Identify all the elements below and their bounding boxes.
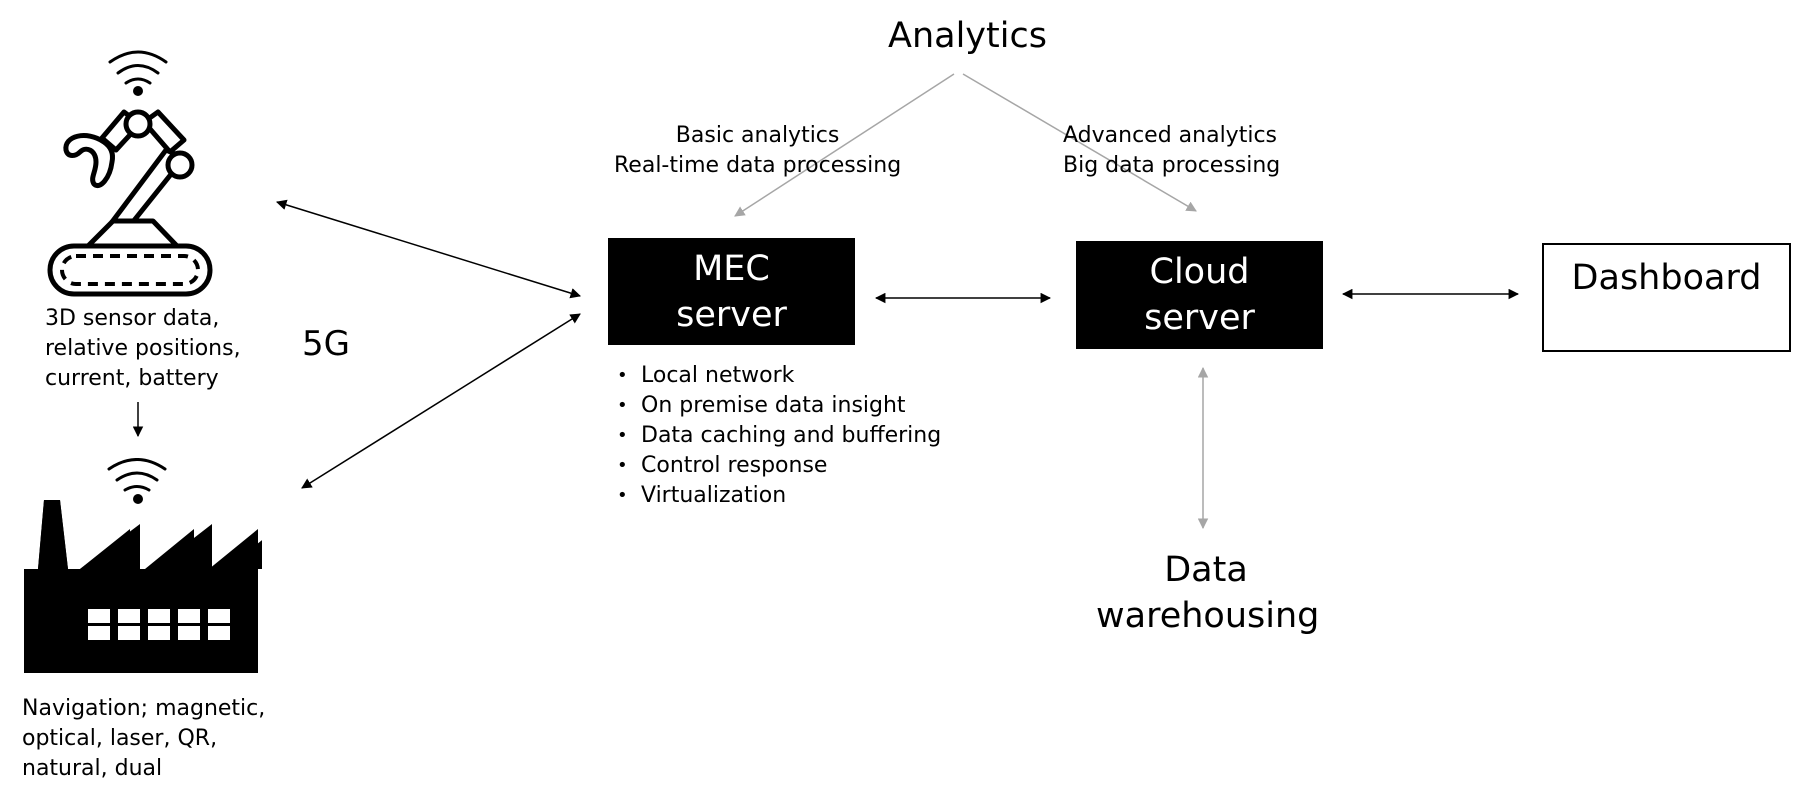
analytics-title: Analytics bbox=[888, 16, 1047, 56]
data-warehousing-label[interactable]: Data warehousing bbox=[1096, 547, 1320, 639]
big-data-processing-line: Big data processing bbox=[1063, 153, 1281, 178]
arrow-robot-mec bbox=[275, 199, 582, 299]
cloud-server-node[interactable]: Cloud server bbox=[1076, 241, 1323, 349]
dashboard-label: Dashboard bbox=[1571, 258, 1762, 298]
basic-analytics-label: Basic analytics Real-time data processin… bbox=[614, 121, 901, 181]
mec-feature-item: Local network bbox=[613, 361, 941, 391]
factory-caption-line: optical, laser, QR, bbox=[22, 726, 218, 751]
data-warehousing-line2: warehousing bbox=[1096, 596, 1320, 636]
mec-server-label-line1: MEC bbox=[693, 248, 770, 289]
mec-server-node[interactable]: MEC server bbox=[608, 238, 855, 345]
robot-caption-line: relative positions, bbox=[45, 336, 241, 361]
factory-caption-line: Navigation; magnetic, bbox=[22, 696, 266, 721]
robot-caption-line: current, battery bbox=[45, 366, 219, 391]
robot-caption-line: 3D sensor data, bbox=[45, 306, 220, 331]
factory-caption-line: natural, dual bbox=[22, 756, 163, 781]
wifi-signal-icon bbox=[108, 50, 168, 85]
dashboard-node[interactable]: Dashboard bbox=[1542, 243, 1791, 352]
cloud-server-label-line2: server bbox=[1144, 298, 1255, 338]
mec-feature-list: Local network On premise data insight Da… bbox=[613, 361, 941, 511]
mec-feature-item: Data caching and buffering bbox=[613, 421, 941, 451]
wifi-signal-icon bbox=[107, 458, 167, 492]
arrow-analytics-to-mec bbox=[734, 73, 955, 217]
cloud-server-label-line1: Cloud bbox=[1149, 252, 1250, 292]
arrow-factory-mec bbox=[301, 313, 581, 489]
data-warehousing-line1: Data bbox=[1164, 550, 1248, 590]
mec-feature-item: Control response bbox=[613, 451, 941, 481]
robot-arm-icon bbox=[47, 50, 213, 297]
robot-caption: 3D sensor data, relative positions, curr… bbox=[45, 304, 241, 394]
factory-caption: Navigation; magnetic, optical, laser, QR… bbox=[22, 694, 265, 784]
advanced-analytics-label: Advanced analytics Big data processing bbox=[1063, 121, 1280, 181]
basic-analytics-line: Basic analytics bbox=[675, 123, 840, 148]
mec-server-label-line2: server bbox=[676, 294, 787, 335]
realtime-processing-line: Real-time data processing bbox=[614, 153, 902, 178]
mec-feature-item: On premise data insight bbox=[613, 391, 941, 421]
5g-label: 5G bbox=[302, 324, 350, 364]
arrow-analytics-to-cloud bbox=[962, 73, 1197, 212]
advanced-analytics-line: Advanced analytics bbox=[1063, 123, 1277, 148]
factory-icon bbox=[24, 458, 262, 673]
mec-feature-item: Virtualization bbox=[613, 481, 941, 511]
